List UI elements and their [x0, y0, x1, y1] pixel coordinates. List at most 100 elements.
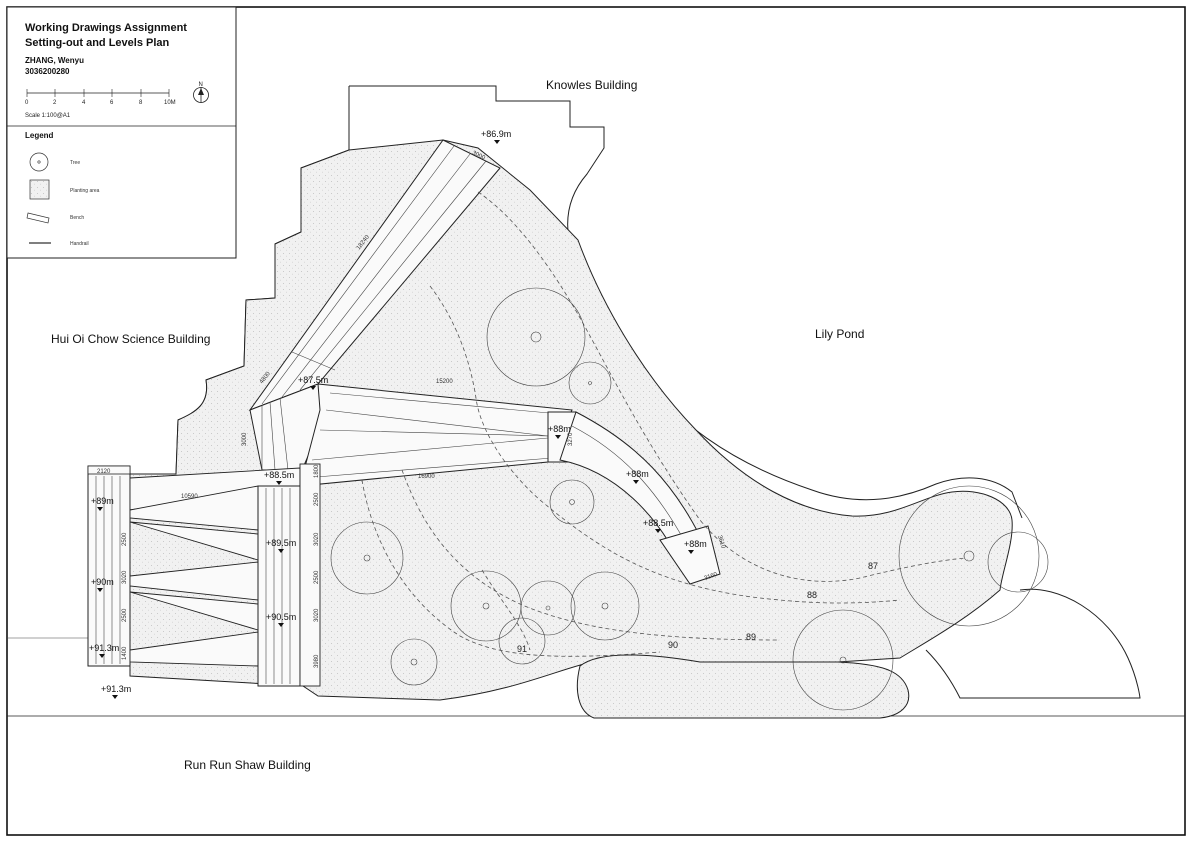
contour-label: 91 [517, 644, 527, 654]
scale-tick-label: 4 [82, 100, 86, 106]
level-marker: +91.3m [89, 643, 119, 658]
level-marker: +88m [548, 424, 571, 439]
dimension-label: 2120 [97, 469, 111, 475]
north-label: N [199, 82, 203, 88]
planting-area-icon [29, 179, 50, 200]
legend-heading: Legend [25, 131, 54, 140]
bench-icon [26, 212, 50, 224]
scale-tick-label: 2 [53, 100, 57, 106]
dimension-label: 3160 [704, 571, 719, 581]
planter-mound [576, 654, 910, 719]
dimension-label: 3000 [242, 432, 248, 446]
dimension-label: 2500 [314, 570, 320, 584]
dimension-label: 3020 [122, 570, 128, 584]
svg-text:+89.5m: +89.5m [266, 538, 296, 548]
dimension-label: 2500 [122, 608, 128, 622]
contour-labels: 87 88 89 90 91 [517, 561, 878, 654]
svg-text:+88.5m: +88.5m [643, 518, 673, 528]
author-name: ZHANG, Wenyu [25, 56, 84, 65]
svg-text:+88m: +88m [626, 469, 649, 479]
level-marker: +89.5m [266, 538, 296, 553]
legend-label: Bench [70, 215, 84, 221]
contour-label: 87 [868, 561, 878, 571]
level-marker: +88.5m [643, 518, 673, 533]
scale-tick-label: 0 [25, 100, 29, 106]
svg-text:+87.5m: +87.5m [298, 375, 328, 385]
level-markers: +86.9m +87.5m +88m +88m +88.5m +88.5m +8… [89, 129, 707, 699]
svg-text:+91.3m: +91.3m [89, 643, 119, 653]
dimension-label: 16900 [418, 474, 435, 480]
tree-icon [898, 485, 1040, 627]
dimension-labels: 3000 18240 4800 15200 3000 3270 2120 180… [97, 150, 726, 668]
curved-ramp [559, 411, 721, 585]
svg-text:+91.3m: +91.3m [101, 684, 131, 694]
tree-icon [570, 571, 640, 641]
scale-tick-label: 6 [110, 100, 114, 106]
sheet-border [6, 6, 1186, 836]
north-arrow-icon: N [193, 82, 209, 103]
tree-icon [390, 638, 438, 686]
student-id: 3036200280 [25, 67, 70, 76]
tree-icon [792, 609, 894, 711]
science-building-label: Hui Oi Chow Science Building [51, 332, 210, 346]
level-marker: +90.5m [266, 612, 296, 627]
dimension-label: 1800 [314, 464, 320, 478]
svg-text:+90m: +90m [91, 577, 114, 587]
run-run-shaw-label: Run Run Shaw Building [184, 758, 311, 772]
dimension-label: 3000 [471, 150, 486, 161]
scale-note: Scale 1:100@A1 [25, 113, 71, 119]
svg-text:+88m: +88m [684, 539, 707, 549]
lily-pond-edge [925, 588, 1141, 699]
legend-item-handrail: Handrail [29, 241, 89, 247]
dimension-label: 10590 [181, 494, 198, 500]
svg-text:+88m: +88m [548, 424, 571, 434]
contour-lines [361, 191, 967, 657]
dimension-label: 15200 [436, 379, 453, 385]
scale-tick-label: 10M [164, 100, 176, 106]
scale-tick-label: 8 [139, 100, 143, 106]
contour-label: 90 [668, 640, 678, 650]
tree-icon [486, 287, 586, 387]
dimension-label: 2500 [314, 492, 320, 506]
level-marker: +90m [91, 577, 114, 592]
svg-text:+88.5m: +88.5m [264, 470, 294, 480]
tree-icon [498, 617, 546, 665]
svg-text:+86.9m: +86.9m [481, 129, 511, 139]
dimension-label: 3610 [716, 535, 726, 550]
level-marker: +88.5m [264, 470, 294, 485]
legend-item-tree: Tree [29, 152, 80, 172]
level-marker: +89m [91, 496, 114, 511]
dimension-label: 3270 [568, 432, 574, 446]
level-marker: +88m [626, 469, 649, 484]
drawing-title-line1: Working Drawings Assignment [25, 22, 187, 34]
contour-label: 88 [807, 590, 817, 600]
legend-label: Handrail [70, 241, 89, 247]
svg-text:+89m: +89m [91, 496, 114, 506]
knowles-building-label: Knowles Building [546, 78, 637, 92]
svg-text:+90.5m: +90.5m [266, 612, 296, 622]
dimension-label: 3020 [314, 532, 320, 546]
drawing-title-line2: Setting-out and Levels Plan [25, 37, 170, 49]
tree-icon [29, 152, 49, 172]
level-marker: +88m [684, 539, 707, 554]
tree-icon [549, 479, 595, 525]
tree-icon [330, 521, 404, 595]
tree-icon [987, 531, 1049, 593]
legend-label: Tree [70, 160, 80, 166]
tree-icon [520, 580, 576, 636]
legend-item-planting: Planting area [29, 179, 100, 200]
trees [330, 287, 1049, 711]
level-marker: +91.3m [101, 684, 131, 699]
dimension-label: 3980 [314, 654, 320, 668]
dimension-label: 3020 [314, 608, 320, 622]
level-marker: +87.5m [298, 375, 328, 390]
level-marker: +86.9m [481, 129, 511, 144]
lily-pond-label: Lily Pond [815, 327, 864, 341]
stepped-ramps [87, 463, 321, 687]
contour-label: 89 [746, 632, 756, 642]
dimension-label: 1400 [122, 646, 128, 660]
legend-item-bench: Bench [26, 212, 84, 224]
dimension-label: 2500 [122, 532, 128, 546]
title-block: Working Drawings Assignment Setting-out … [6, 6, 237, 259]
